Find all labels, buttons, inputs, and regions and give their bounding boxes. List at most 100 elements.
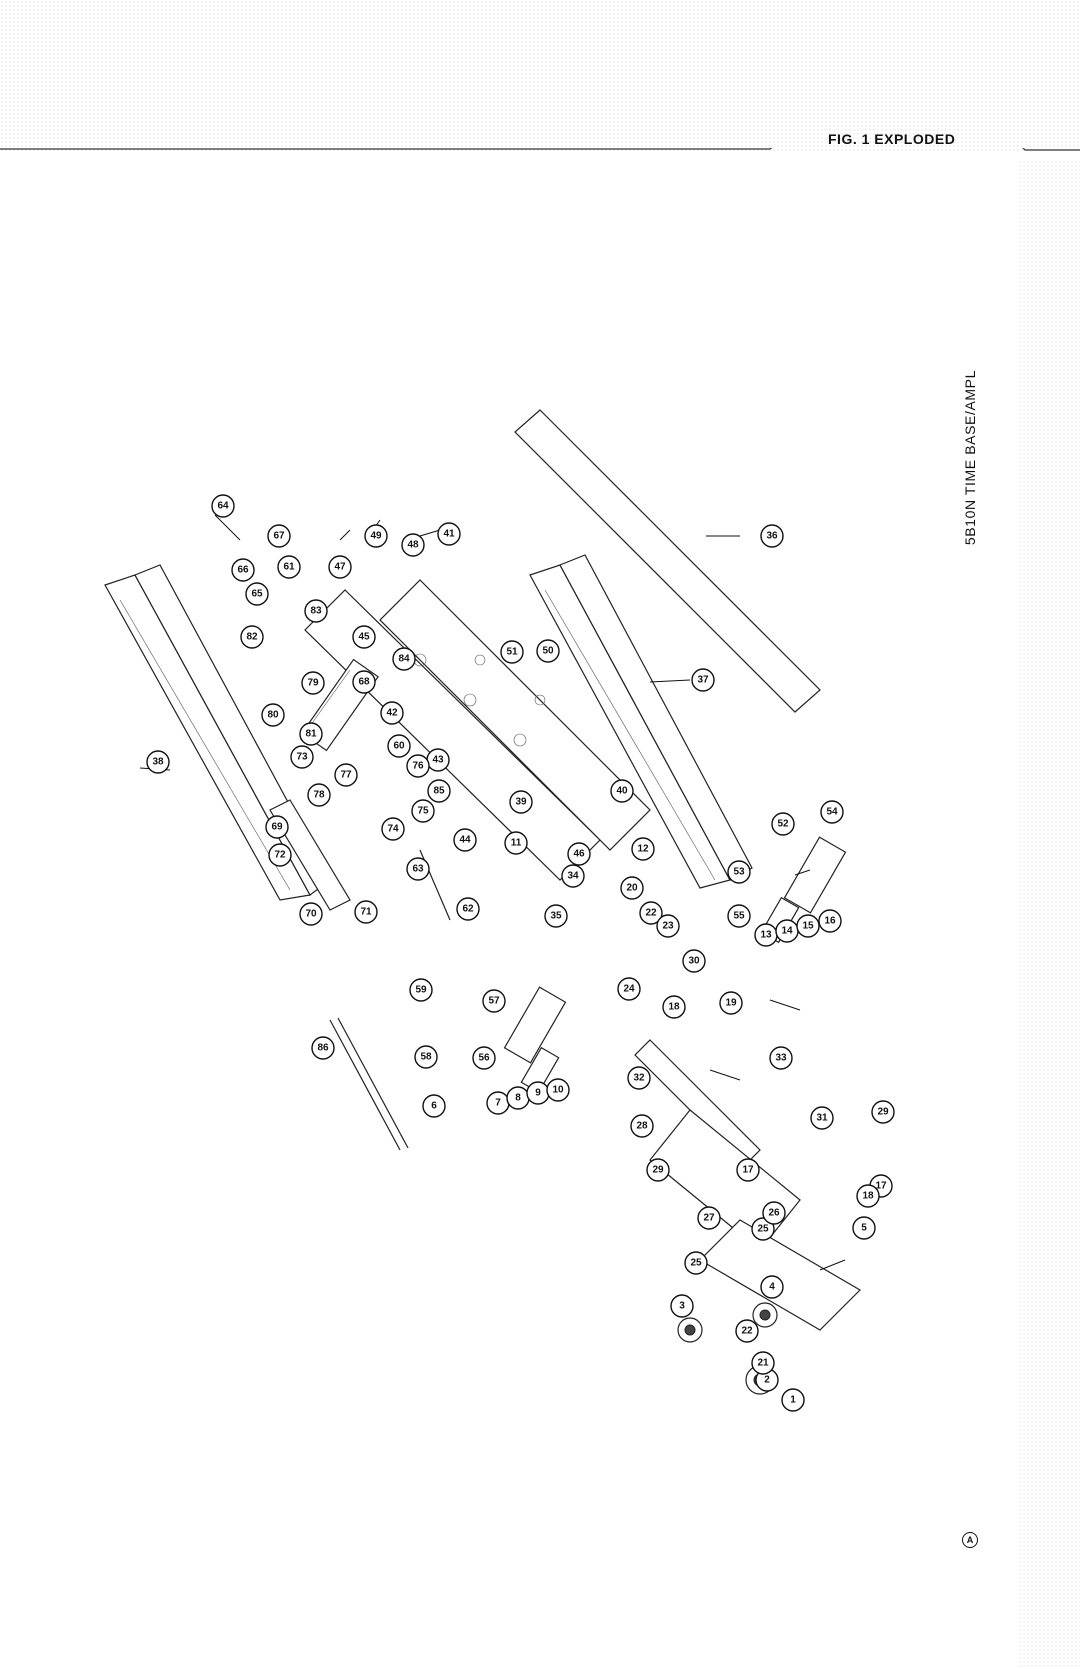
callout-38: 38 <box>146 750 170 774</box>
svg-text:51: 51 <box>506 647 518 658</box>
svg-text:5: 5 <box>861 1223 867 1234</box>
callout-29a: 29 <box>646 1158 670 1182</box>
svg-text:11: 11 <box>511 838 522 849</box>
callout-58: 58 <box>414 1045 438 1069</box>
exploded-diagram: 1 2 3 4 5 6 7 8 9 10 11 12 13 14 15 16 1… <box>104 409 895 1412</box>
svg-text:58: 58 <box>420 1052 432 1063</box>
svg-text:18: 18 <box>862 1191 874 1202</box>
callout-17a: 17 <box>736 1158 760 1182</box>
part-subpanel-27 <box>699 1219 861 1331</box>
svg-text:81: 81 <box>305 729 317 740</box>
callout-56: 56 <box>472 1046 496 1070</box>
svg-text:29: 29 <box>877 1107 889 1118</box>
svg-text:62: 62 <box>462 904 474 915</box>
svg-text:52: 52 <box>777 819 789 830</box>
callout-71: 71 <box>354 900 378 924</box>
callout-74: 74 <box>381 817 405 841</box>
svg-text:35: 35 <box>550 911 562 922</box>
svg-text:71: 71 <box>360 907 372 918</box>
svg-text:9: 9 <box>535 1088 541 1099</box>
callout-68: 68 <box>352 670 376 694</box>
svg-text:24: 24 <box>623 984 635 995</box>
svg-text:86: 86 <box>317 1043 329 1054</box>
svg-text:50: 50 <box>542 646 554 657</box>
svg-text:17: 17 <box>742 1165 754 1176</box>
svg-text:17: 17 <box>875 1181 887 1192</box>
svg-text:38: 38 <box>152 757 164 768</box>
callout-77: 77 <box>334 763 358 787</box>
svg-text:80: 80 <box>267 710 279 721</box>
svg-text:1: 1 <box>790 1395 796 1406</box>
svg-text:8: 8 <box>515 1093 521 1104</box>
callout-60: 60 <box>387 734 411 758</box>
svg-text:82: 82 <box>246 632 258 643</box>
svg-text:46: 46 <box>573 849 585 860</box>
callout-66: 66 <box>231 558 255 582</box>
svg-text:69: 69 <box>271 822 283 833</box>
svg-text:39: 39 <box>515 797 527 808</box>
callout-4: 4 <box>760 1275 784 1299</box>
svg-text:78: 78 <box>313 790 325 801</box>
svg-text:31: 31 <box>816 1113 828 1124</box>
callout-9: 9 <box>526 1081 550 1105</box>
svg-text:6: 6 <box>431 1101 437 1112</box>
callout-1: 1 <box>781 1388 805 1412</box>
part-switch-block-56 <box>503 986 567 1094</box>
callout-5: 5 <box>852 1216 876 1240</box>
svg-text:64: 64 <box>217 501 229 512</box>
callout-83: 83 <box>304 599 328 623</box>
callout-23: 23 <box>656 914 680 938</box>
svg-text:68: 68 <box>358 677 370 688</box>
callout-26: 26 <box>762 1201 786 1225</box>
svg-text:43: 43 <box>432 755 444 766</box>
callout-44: 44 <box>453 828 477 852</box>
callout-22b: 22 <box>735 1319 759 1343</box>
callout-53: 53 <box>727 860 751 884</box>
svg-text:21: 21 <box>757 1358 769 1369</box>
svg-text:54: 54 <box>826 807 838 818</box>
callout-63: 63 <box>406 857 430 881</box>
callout-21: 21 <box>751 1351 775 1375</box>
svg-text:36: 36 <box>766 531 778 542</box>
callout-54: 54 <box>820 800 844 824</box>
callout-27: 27 <box>697 1206 721 1230</box>
svg-text:13: 13 <box>760 930 772 941</box>
callout-48: 48 <box>401 533 425 557</box>
svg-text:48: 48 <box>407 540 419 551</box>
svg-text:25: 25 <box>757 1224 769 1235</box>
callout-64: 64 <box>211 494 235 518</box>
svg-text:49: 49 <box>370 531 382 542</box>
callout-55: 55 <box>727 904 751 928</box>
callout-43: 43 <box>426 748 450 772</box>
callout-42: 42 <box>380 701 404 725</box>
callout-36: 36 <box>760 524 784 548</box>
callout-81: 81 <box>299 722 323 746</box>
callout-7: 7 <box>486 1091 510 1115</box>
callout-45: 45 <box>352 625 376 649</box>
callout-13: 13 <box>754 923 778 947</box>
callout-20: 20 <box>620 876 644 900</box>
callout-80: 80 <box>261 703 285 727</box>
callout-25b: 25 <box>751 1217 775 1241</box>
callout-86: 86 <box>311 1036 335 1060</box>
callout-3: 3 <box>670 1294 694 1318</box>
svg-text:27: 27 <box>703 1213 715 1224</box>
svg-text:56: 56 <box>478 1053 490 1064</box>
part-bracket-69 <box>269 799 351 911</box>
svg-text:25: 25 <box>690 1258 702 1269</box>
callout-10: 10 <box>546 1078 570 1102</box>
svg-text:30: 30 <box>688 956 700 967</box>
svg-text:65: 65 <box>251 589 263 600</box>
callout-75: 75 <box>411 799 435 823</box>
callout-11: 11 <box>504 831 528 855</box>
svg-text:53: 53 <box>733 867 745 878</box>
svg-text:47: 47 <box>334 562 346 573</box>
svg-text:45: 45 <box>358 632 370 643</box>
svg-text:73: 73 <box>296 752 308 763</box>
revision-mark: A <box>962 1532 978 1548</box>
header-tone-band <box>0 0 1080 152</box>
svg-text:28: 28 <box>636 1121 648 1132</box>
callout-47: 47 <box>328 555 352 579</box>
callout-49: 49 <box>364 524 388 548</box>
